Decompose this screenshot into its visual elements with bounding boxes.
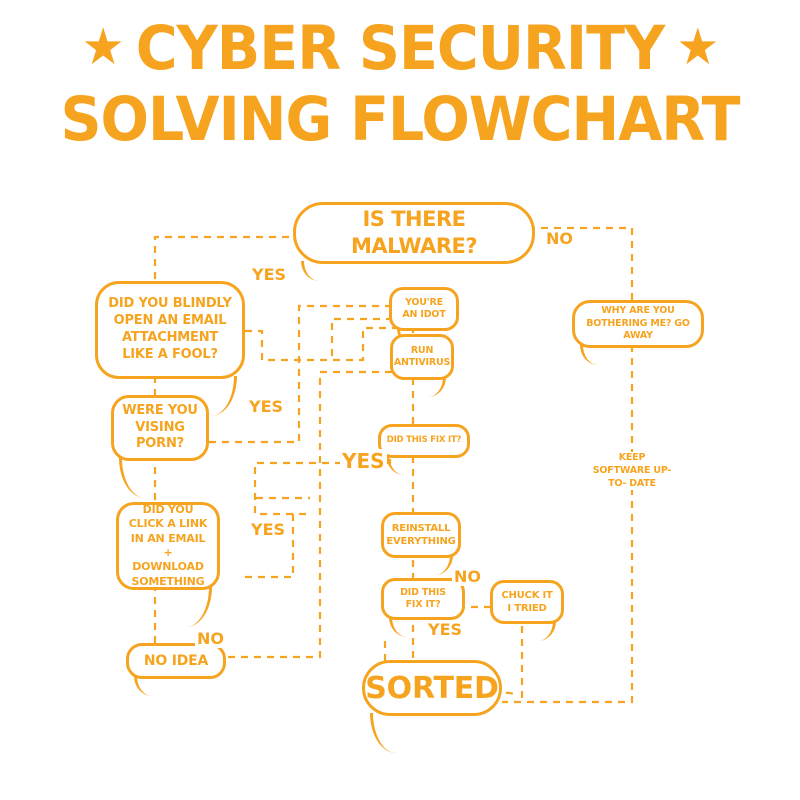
node-were-you-vising-porn: WERE YOU VISING PORN? bbox=[111, 395, 209, 498]
node-label: WHY ARE YOU BOTHERING ME? GO AWAY bbox=[586, 305, 690, 342]
title-line-2: SOLVING FLOWCHART bbox=[60, 84, 740, 155]
title-line-1: ★CYBER SECURITY★ bbox=[0, 10, 800, 87]
node-did-this-fix-it-2: DID THIS FIX IT? bbox=[381, 578, 465, 637]
node-label: YOU'RE AN IDOT bbox=[402, 296, 446, 320]
node-label: DID THIS FIX IT? bbox=[386, 435, 462, 446]
node-label: DID YOU BLINDLY OPEN AN EMAIL ATTACHMENT… bbox=[108, 296, 232, 362]
edge-cross-link bbox=[330, 317, 393, 360]
edge-label-yes-porn: YES bbox=[247, 397, 286, 416]
node-label: WERE YOU VISING PORN? bbox=[122, 402, 198, 452]
node-why-bothering-me: WHY ARE YOU BOTHERING ME? GO AWAY bbox=[572, 300, 704, 365]
star-icon: ★ bbox=[81, 17, 125, 77]
edge-label-no-fixit2: NO bbox=[452, 567, 483, 586]
node-youre-an-idot: YOU'RE AN IDOT bbox=[389, 287, 459, 348]
edge-label-yes-fixit1: YES bbox=[340, 449, 387, 473]
node-label: SORTED bbox=[365, 670, 499, 706]
node-reinstall-everything: REINSTALL EVERYTHING bbox=[381, 512, 461, 575]
node-label: REINSTALL EVERYTHING bbox=[386, 523, 456, 547]
edge-label-yes-malware: YES bbox=[250, 265, 289, 284]
node-did-this-fix-it-1: DID THIS FIX IT? bbox=[378, 424, 470, 475]
edge-blindly-yes bbox=[245, 326, 396, 362]
node-is-there-malware: IS THERE MALWARE? bbox=[293, 202, 535, 281]
node-did-you-click-a-link: DID YOU CLICK A LINK IN AN EMAIL + DOWNL… bbox=[116, 502, 220, 627]
node-keep-software-up-to-date: KEEP SOFTWARE UP- TO- DATE bbox=[590, 452, 674, 491]
edge-label-no-malware: NO bbox=[544, 229, 575, 248]
node-no-idea: NO IDEA bbox=[126, 643, 226, 696]
star-icon: ★ bbox=[676, 17, 719, 77]
title-line-1-text: CYBER SECURITY bbox=[135, 14, 666, 85]
edge-label-yes-click: YES bbox=[249, 520, 288, 539]
node-label: IS THERE MALWARE? bbox=[350, 206, 478, 258]
node-label: DID YOU CLICK A LINK IN AN EMAIL + DOWNL… bbox=[128, 503, 208, 588]
node-run-antivirus: RUN ANTIVIRUS bbox=[390, 334, 454, 397]
node-label: KEEP SOFTWARE UP- TO- DATE bbox=[592, 452, 672, 489]
node-chuck-it-i-tried: CHUCK IT I TRIED bbox=[490, 580, 564, 641]
node-blindly-open: DID YOU BLINDLY OPEN AN EMAIL ATTACHMENT… bbox=[95, 281, 245, 416]
edge-label-no-click: NO bbox=[195, 629, 226, 648]
node-label: DID THIS FIX IT? bbox=[400, 586, 446, 610]
node-label: CHUCK IT I TRIED bbox=[501, 590, 553, 614]
poster-title: ★CYBER SECURITY★ SOLVING FLOWCHART bbox=[0, 12, 800, 156]
node-label: RUN ANTIVIRUS bbox=[393, 344, 451, 368]
edge-porn-yes bbox=[209, 304, 391, 444]
node-label: NO IDEA bbox=[143, 652, 209, 669]
node-sorted: SORTED bbox=[362, 660, 502, 753]
edge-label-yes-fixit2: YES bbox=[426, 620, 465, 639]
edge-no-idea-path bbox=[228, 370, 412, 659]
